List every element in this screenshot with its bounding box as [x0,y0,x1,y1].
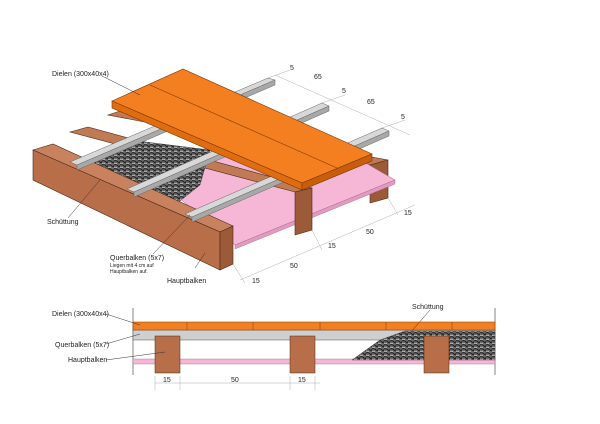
dimension-lines-top [267,69,411,136]
dim-bottom-5: 15 [252,278,260,285]
section-fill [351,330,496,361]
iso-view: 5 65 5 65 5 15 50 15 50 15 Dielen (300x4… [32,65,416,285]
section-label-planks: Dielen (300x40x4) [52,311,109,318]
dim-top-2: 65 [314,74,322,81]
label-crossbeam-note-1: Liegen mit 4 cm auf [110,263,154,269]
section-dim-3: 15 [298,377,306,384]
label-fill: Schüttung [47,219,79,226]
dim-bottom-4: 50 [290,263,298,270]
section-planks [132,321,496,331]
section-main-beams [154,335,450,374]
insulation-edge [234,179,396,250]
dim-bottom-3: 15 [328,243,336,250]
section-view: Dielen (300x40x4) Querbalken (5x7) Haupt… [52,304,496,390]
label-crossbeam: Querbalken (5x7) [110,255,164,262]
dim-bottom-2: 50 [366,229,374,236]
section-dim-1: 15 [163,377,171,384]
section-label-crossbeam: Querbalken (5x7) [55,342,109,349]
label-main-beam: Hauptbalken [167,278,206,285]
label-planks: Dielen (300x40x4) [52,71,109,78]
label-crossbeam-note-2: Hauptbalken auf. [110,269,148,275]
floor-planks [111,68,373,191]
section-label-main-beam: Hauptbalken [68,357,107,364]
dim-top-4: 65 [367,99,375,106]
section-label-fill: Schüttung [412,304,444,311]
dim-top-1: 5 [290,65,294,72]
leader-lines [67,75,206,269]
section-dim-2: 50 [231,377,239,384]
dim-bottom-1: 15 [404,210,412,217]
dimension-lines-bottom [232,197,416,284]
dim-top-3: 5 [342,88,346,95]
dim-top-5: 5 [401,114,405,121]
